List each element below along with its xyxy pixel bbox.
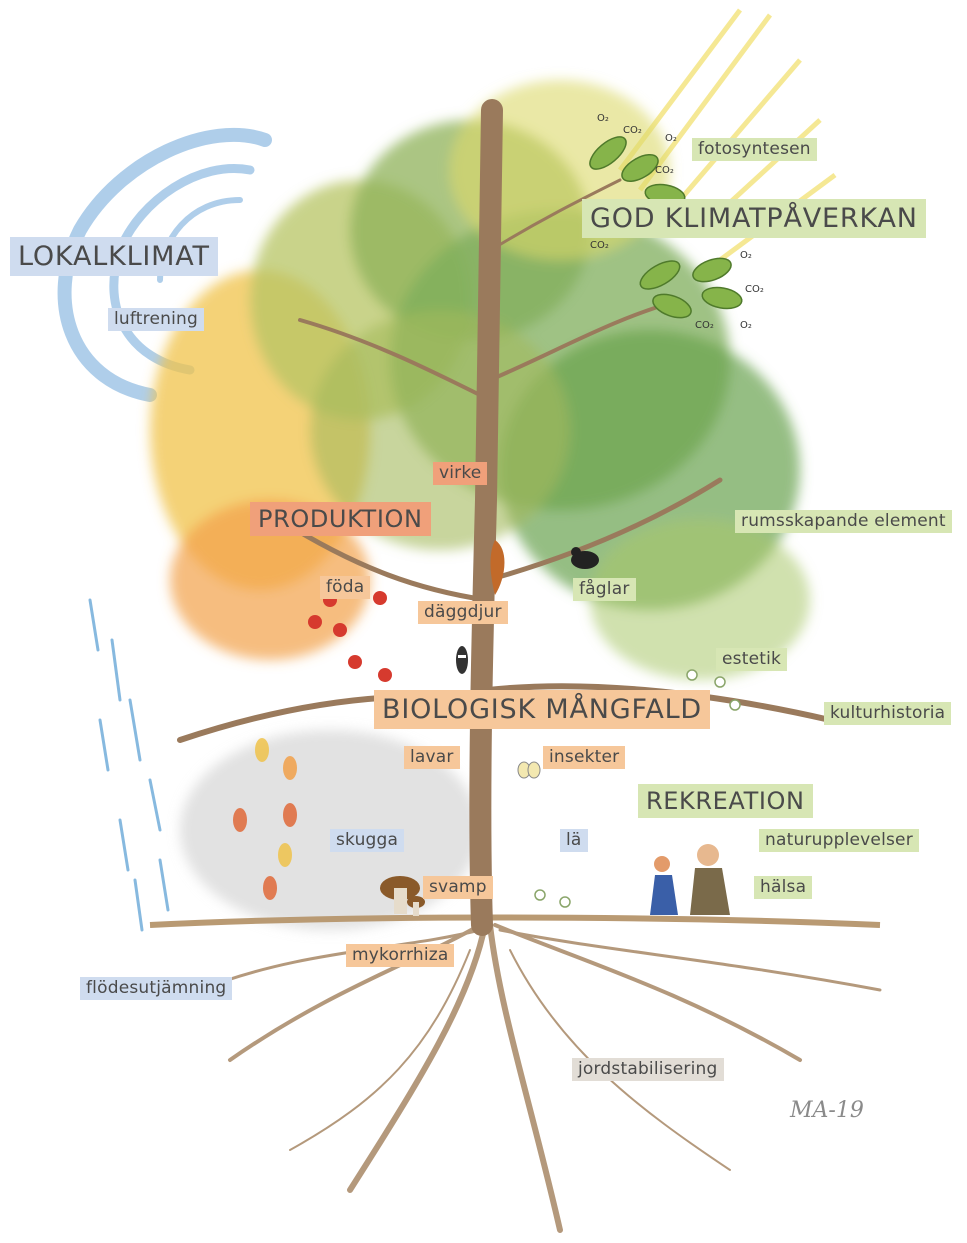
chem-co2-2: CO₂ xyxy=(655,165,674,176)
chem-o2-3: O₂ xyxy=(740,250,752,261)
label-produktion: PRODUKTION xyxy=(250,502,431,536)
label-skugga: skugga xyxy=(330,829,404,852)
artist-signature: MA-19 xyxy=(790,1098,864,1123)
label-kulturhistoria: kulturhistoria xyxy=(824,702,951,725)
butterfly-illustration xyxy=(518,762,540,778)
label-mykorrhiza: mykorrhiza xyxy=(346,944,454,967)
chem-o2-1: O₂ xyxy=(597,113,609,124)
label-rekreation: REKREATION xyxy=(638,784,813,818)
label-rumsskapande-element: rumsskapande element xyxy=(735,510,952,533)
label-flodesutjamning: flödesutjämning xyxy=(80,977,232,1000)
rain-drops xyxy=(90,600,168,930)
label-lokalklimat: LOKALKLIMAT xyxy=(10,237,218,276)
label-naturupplevelser: naturupplevelser xyxy=(759,829,919,852)
label-la: lä xyxy=(560,829,588,852)
label-virke: virke xyxy=(433,462,487,485)
chem-co2-1: CO₂ xyxy=(623,125,642,136)
label-faglar: fåglar xyxy=(573,578,636,601)
people-illustration xyxy=(650,844,730,915)
chem-co2-5: CO₂ xyxy=(695,320,714,331)
roots xyxy=(200,925,880,1230)
label-god-klimatpaverkan: GOD KLIMATPÅVERKAN xyxy=(582,199,926,238)
label-lavar: lavar xyxy=(404,746,460,769)
chem-o2-2: O₂ xyxy=(665,133,677,144)
label-daggdjur: däggdjur xyxy=(418,601,508,624)
chem-o2-4: O₂ xyxy=(740,320,752,331)
chem-co2-4: CO₂ xyxy=(745,284,764,295)
label-halsa: hälsa xyxy=(754,876,812,899)
label-fotosyntesen: fotosyntesen xyxy=(692,138,817,161)
label-foda: föda xyxy=(320,576,370,599)
label-luftrening: luftrening xyxy=(108,308,204,331)
label-insekter: insekter xyxy=(543,746,625,769)
woodpecker-illustration xyxy=(456,646,468,674)
label-biologisk-mangfald: BIOLOGISK MÅNGFALD xyxy=(374,690,710,729)
chem-co2-3: CO₂ xyxy=(590,240,609,251)
label-svamp: svamp xyxy=(423,876,493,899)
ground-line xyxy=(150,918,880,926)
label-estetik: estetik xyxy=(716,648,787,671)
label-jordstabilisering: jordstabilisering xyxy=(572,1058,724,1081)
